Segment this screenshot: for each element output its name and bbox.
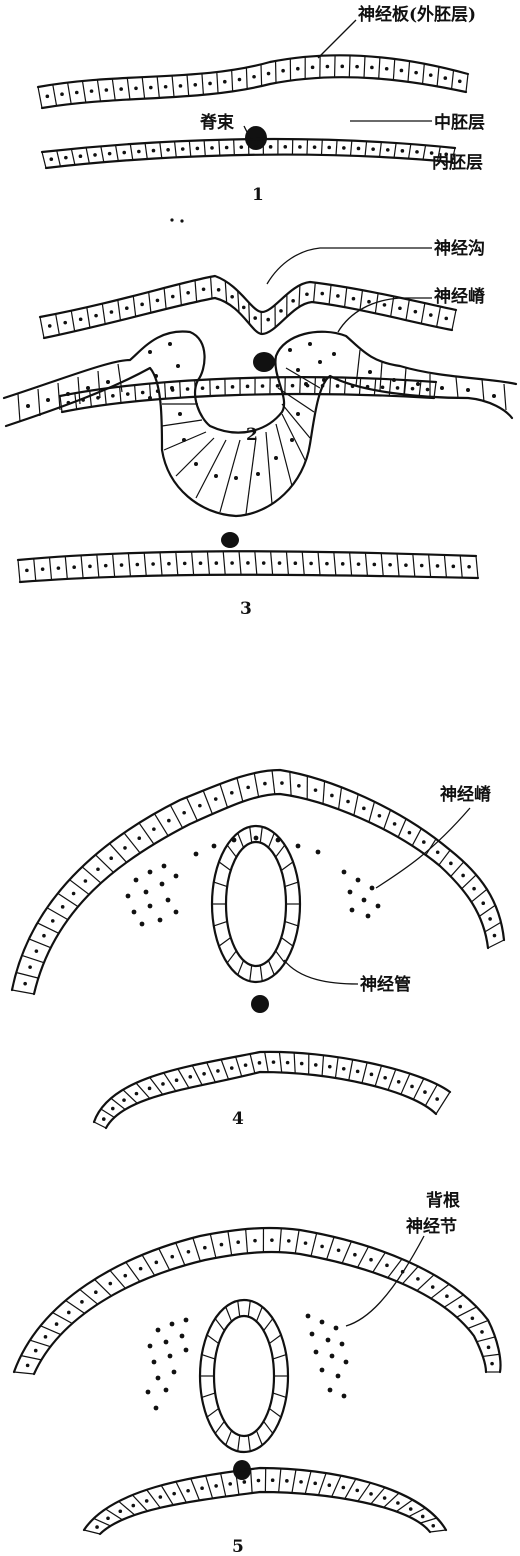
label-neural-tube: 神经管 <box>360 974 411 995</box>
stage-4: 神经嵴 神经管 4 <box>10 768 506 1130</box>
neural-crest-cells <box>125 835 381 927</box>
notochord-dot <box>251 995 269 1013</box>
stage-3: 神经嵴 3 <box>2 286 518 619</box>
label-neural-crest: 神经嵴 <box>434 286 486 307</box>
dorsal-root-ganglia <box>145 1313 349 1411</box>
stage-number-4: 4 <box>232 1109 244 1129</box>
label-notochord: 脊束 <box>199 112 234 133</box>
neural-tube <box>198 1298 290 1454</box>
stage-number-5: 5 <box>232 1537 244 1556</box>
label-neural-crest: 神经嵴 <box>440 784 492 805</box>
notochord-dot <box>253 352 275 372</box>
stage-number-2: 2 <box>246 425 258 445</box>
stage-5: 背根 神经节 5 <box>12 1190 502 1556</box>
notochord-dot <box>221 532 239 548</box>
stage-number-3: 3 <box>240 599 252 619</box>
label-dorsal-root: 背根 <box>426 1190 460 1211</box>
stage-1: 神经板(外胚层) 脊束 中胚层 内胚层 1 <box>36 4 485 223</box>
notochord-dot <box>245 126 267 150</box>
label-ganglion: 神经节 <box>406 1216 457 1237</box>
stage-2: 神经沟 2 <box>38 238 485 445</box>
stage-number-1: 1 <box>252 185 264 205</box>
label-neural-plate: 神经板(外胚层) <box>358 4 476 25</box>
label-neural-groove: 神经沟 <box>434 238 485 259</box>
label-endoderm: 内胚层 <box>432 152 483 173</box>
neural-tube <box>210 824 302 984</box>
label-mesoderm: 中胚层 <box>434 112 485 133</box>
